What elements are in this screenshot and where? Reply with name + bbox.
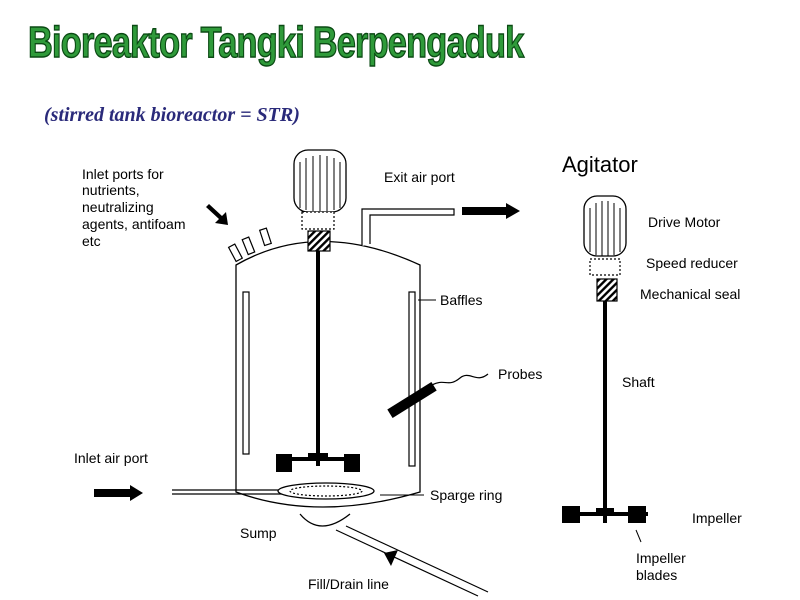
sparge-ring (277, 482, 375, 500)
tank-drive-motor (293, 149, 347, 213)
tank-mechanical-seal (307, 230, 331, 252)
probe-cable (431, 373, 489, 386)
tank-impeller (276, 453, 360, 472)
drain-valve (384, 550, 398, 566)
tank-shaft (316, 251, 320, 466)
agitator-drive-motor (583, 195, 627, 257)
inlet-port-stubs (227, 227, 273, 263)
baffle-left (242, 291, 250, 455)
agitator-speed-reducer (589, 258, 621, 276)
label-drive-motor: Drive Motor (648, 214, 721, 230)
label-speed-reducer: Speed reducer (646, 255, 738, 271)
label-inlet-ports: Inlet ports for nutrients, neutralizing … (82, 166, 189, 249)
label-inlet-air-port: Inlet air port (74, 450, 148, 466)
label-baffles: Baffles (440, 292, 483, 308)
label-shaft: Shaft (622, 374, 655, 390)
agitator-impeller (562, 506, 648, 523)
label-sparge-ring: Sparge ring (430, 487, 502, 503)
probe (387, 381, 437, 419)
tank-vessel (235, 240, 421, 527)
page-subtitle: (stirred tank bioreactor = STR) (44, 104, 300, 126)
agitator-shaft (603, 301, 607, 523)
label-fill-drain-line: Fill/Drain line (308, 576, 389, 592)
tank-speed-reducer (301, 211, 335, 230)
page-title: Bioreaktor Tangki Berpengaduk (27, 17, 524, 67)
inlet-ports-arrow (204, 204, 228, 225)
exit-air-pipe (361, 208, 455, 246)
label-mechanical-seal: Mechanical seal (640, 286, 740, 302)
sparge-ring-holes (289, 485, 363, 497)
label-exit-air-port: Exit air port (384, 169, 455, 185)
label-impeller: Impeller (692, 510, 742, 526)
agitator-mechanical-seal (596, 278, 618, 302)
label-sump: Sump (240, 525, 277, 541)
impeller-blades-leader (635, 529, 642, 543)
label-impeller-blades: Impeller blades (636, 550, 690, 583)
baffle-right (408, 291, 416, 467)
exit-air-arrow (462, 203, 520, 219)
agitator-heading: Agitator (562, 152, 638, 177)
inlet-air-arrow (94, 485, 143, 501)
label-probes: Probes (498, 366, 542, 382)
fill-drain-pipe (335, 525, 489, 597)
